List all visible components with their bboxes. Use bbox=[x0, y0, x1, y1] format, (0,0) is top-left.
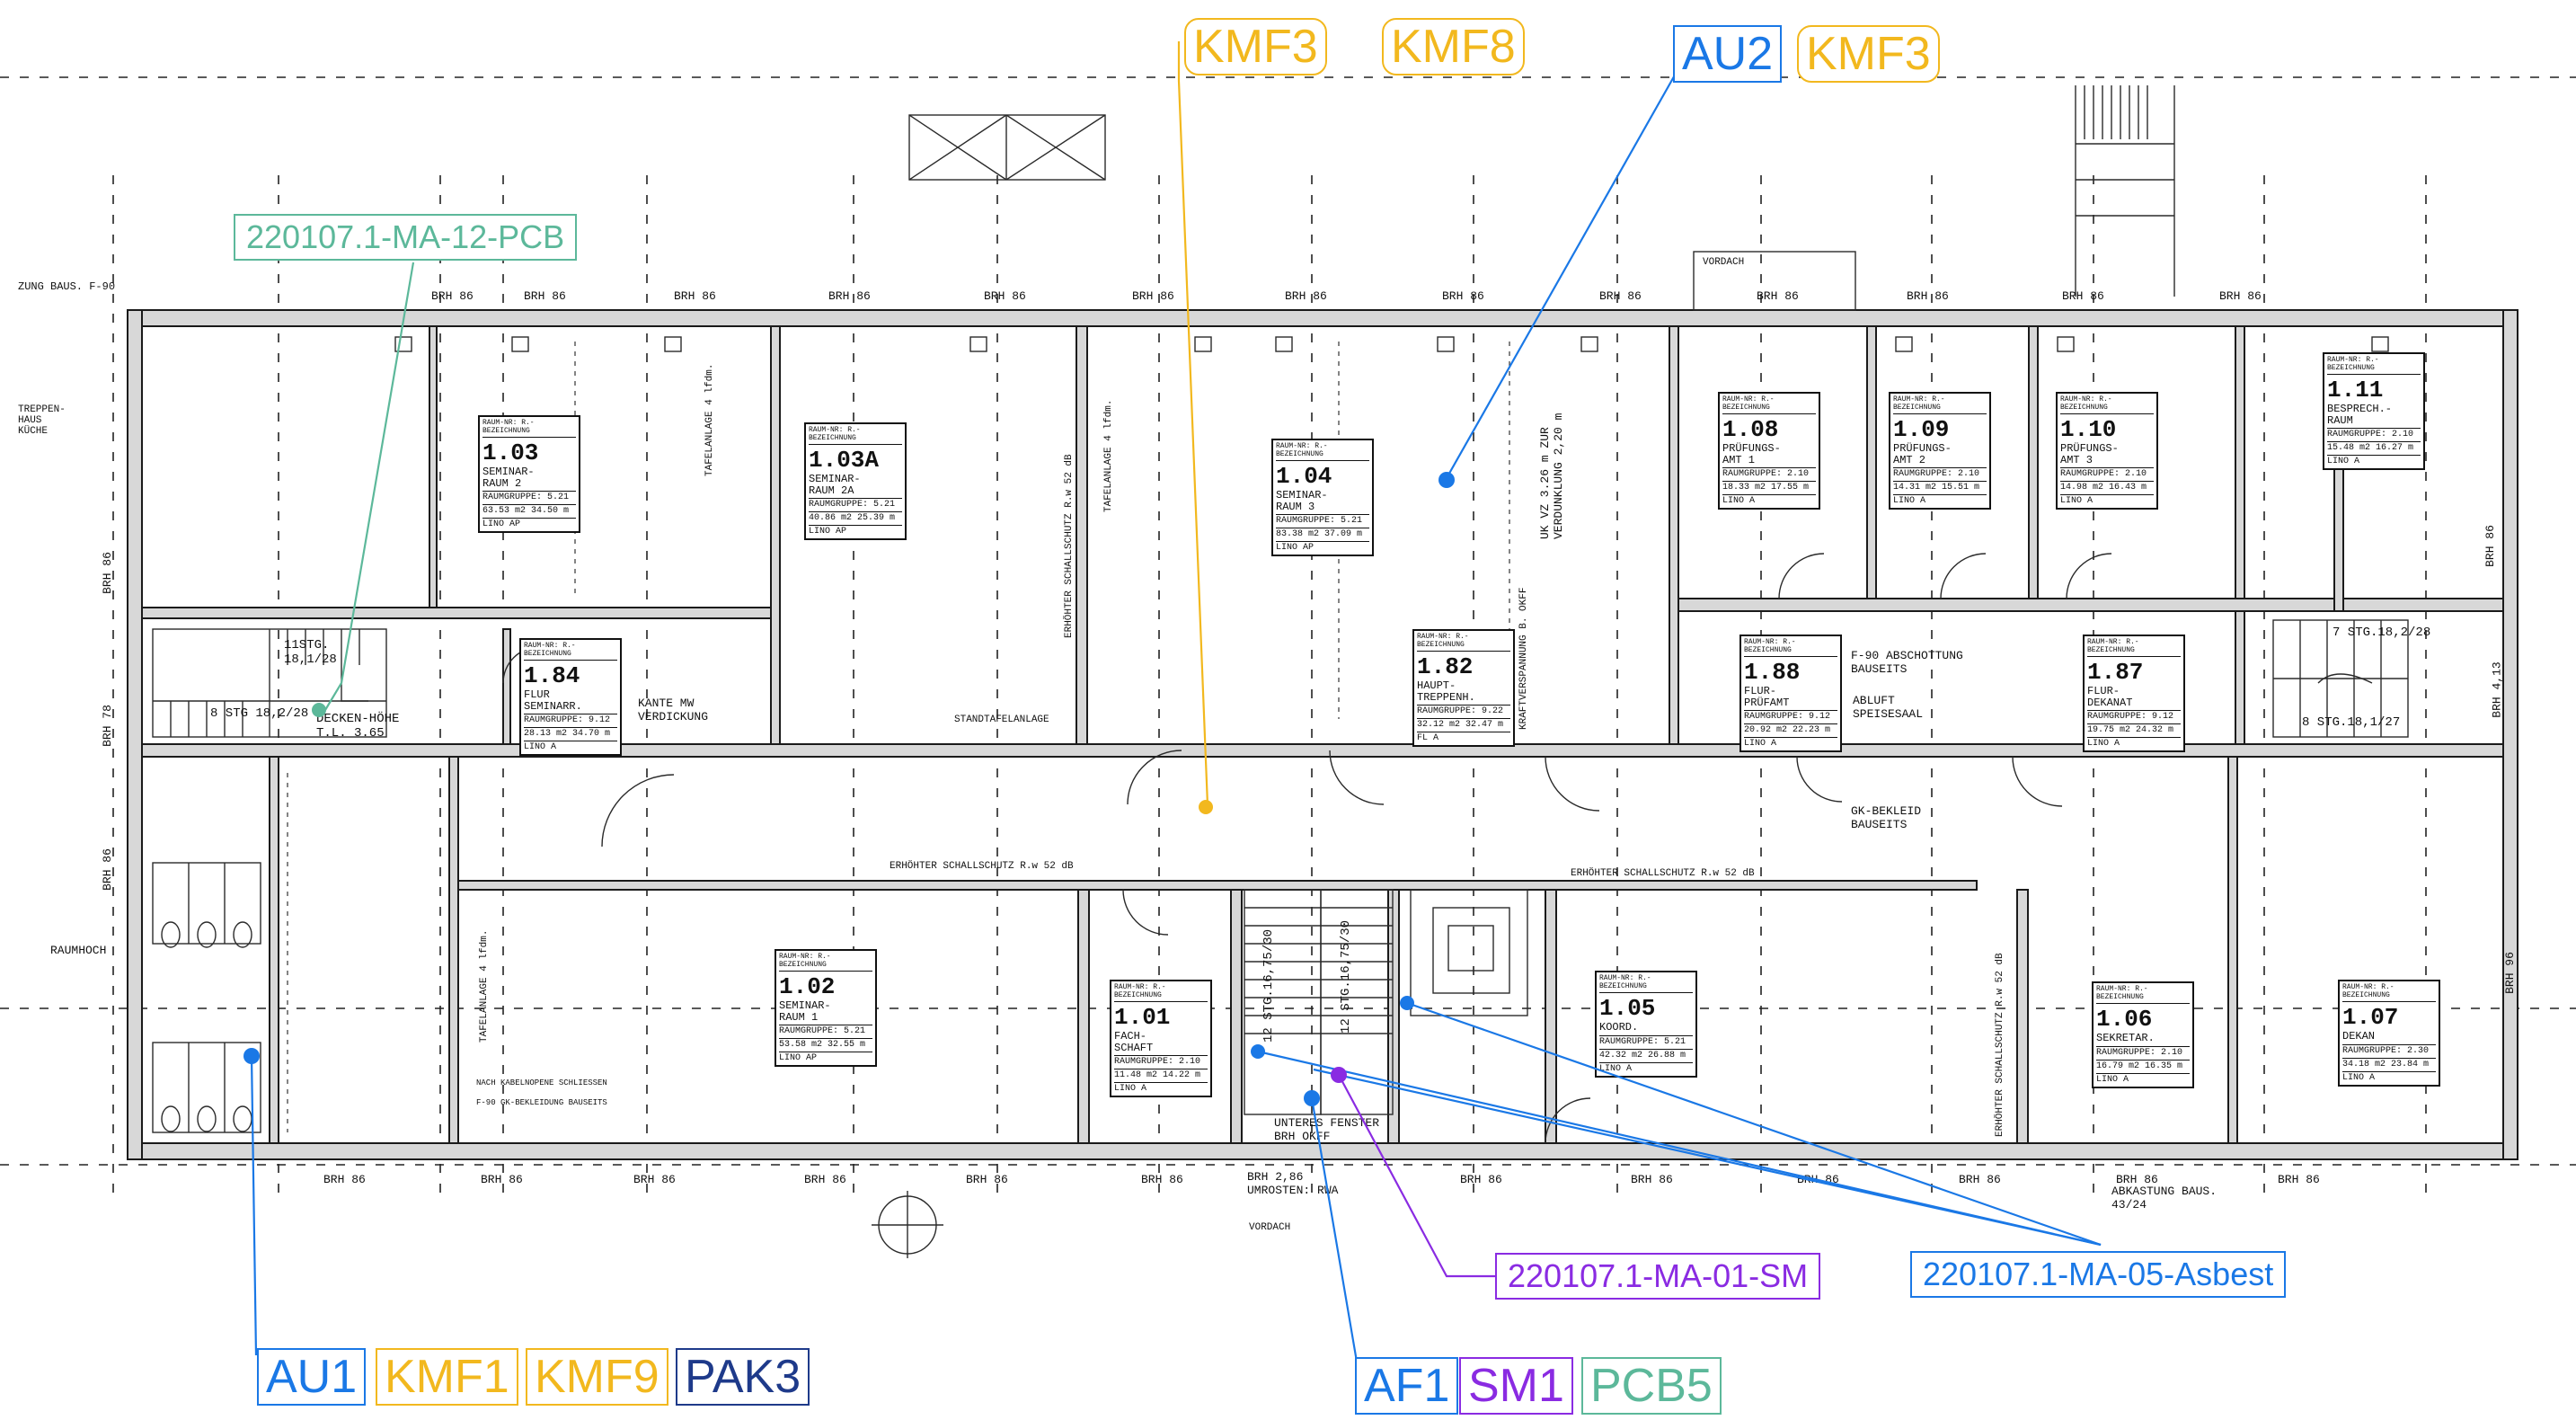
raumhoch-label: RAUMHOCH bbox=[50, 944, 107, 957]
brh-label: BRH 86 bbox=[1285, 289, 1327, 303]
brh-label: BRH 86 bbox=[633, 1173, 676, 1186]
room-tag-1-05: RAUM-NR: R.-BEZEICHNUNG 1.05 KOORD. RAUM… bbox=[1595, 971, 1697, 1078]
kmf8-tag-top: KMF8 bbox=[1382, 18, 1525, 75]
pak3-tag: PAK3 bbox=[676, 1348, 810, 1406]
room-tag-1-01: RAUM-NR: R.-BEZEICHNUNG 1.01 FACH-SCHAFT… bbox=[1110, 980, 1212, 1098]
room-tag-1-06: RAUM-NR: R.-BEZEICHNUNG 1.06 SEKRETAR. R… bbox=[2092, 981, 2194, 1089]
vordach-label: VORDACH bbox=[1249, 1222, 1291, 1233]
brh-label: BRH 86 bbox=[524, 289, 566, 303]
stair-label-vertical: 12 STG.16,75/30 bbox=[1261, 928, 1276, 1043]
room-tag-1-82: RAUM-NR: R.-BEZEICHNUNG 1.82 HAUPT-TREPP… bbox=[1412, 629, 1515, 748]
vordach-label: VORDACH bbox=[1703, 257, 1745, 268]
uk-vz-label: UK VZ 3.26 m ZUR VERDUNKLUNG 2,20 m bbox=[1538, 413, 1565, 539]
schallschutz-label-vertical: ERHÖHTER SCHALLSCHUTZ R.w 52 dB bbox=[1064, 454, 1075, 638]
tafelanlage-label: TAFELANLAGE 4 lfdm. bbox=[479, 929, 490, 1043]
kmf9-tag: KMF9 bbox=[526, 1348, 668, 1406]
brh-label: BRH 86 bbox=[828, 289, 871, 303]
brh-label: BRH 86 bbox=[984, 289, 1026, 303]
treppenhaus-kueche-label: TREPPEN-HAUS KÜCHE bbox=[18, 404, 66, 437]
brh-label: BRH 86 bbox=[481, 1173, 523, 1186]
brh-label-vertical: BRH 86 bbox=[2483, 525, 2497, 567]
brh-label: BRH 86 bbox=[2219, 289, 2262, 303]
brh-label: BRH 86 bbox=[1631, 1173, 1673, 1186]
brh-label: BRH 86 bbox=[323, 1173, 366, 1186]
af1-tag: AF1 bbox=[1355, 1357, 1459, 1415]
interior-details bbox=[152, 85, 2409, 1258]
schallschutz-label: ERHÖHTER SCHALLSCHUTZ R.w 52 dB bbox=[890, 861, 1074, 872]
tafelanlage-label: TAFELANLAGE 4 lfdm. bbox=[1103, 399, 1114, 512]
stair-label: 8 STG.18,1/27 bbox=[2302, 715, 2401, 730]
brh-label-vertical: BRH 96 bbox=[2502, 952, 2517, 994]
brh-label: BRH 86 bbox=[1599, 289, 1642, 303]
kmf3-tag-top: KMF3 bbox=[1184, 18, 1327, 75]
brh-label: BRH 86 bbox=[1132, 289, 1174, 303]
brh-label: BRH 86 bbox=[1141, 1173, 1183, 1186]
f90-label: F-90 ABSCHOTTUNG BAUSEITS bbox=[1851, 649, 1963, 676]
tafelanlage-label: TAFELANLAGE 4 lfdm. bbox=[704, 363, 715, 476]
brh-label: BRH 86 bbox=[2062, 289, 2104, 303]
brh-label: BRH 86 bbox=[966, 1173, 1008, 1186]
brh-label: BRH 86 bbox=[674, 289, 716, 303]
schallschutz-label: ERHÖHTER SCHALLSCHUTZ R.w 52 dB bbox=[1571, 868, 1755, 879]
brh-label-vertical: BRH 86 bbox=[100, 552, 114, 594]
brh-label: BRH 86 bbox=[1757, 289, 1799, 303]
unteres-fenster-label: UNTERES FENSTER BRH OKFF bbox=[1274, 1116, 1380, 1143]
room-tag-1-09: RAUM-NR: R.-BEZEICHNUNG 1.09 PRÜFUNGS-AM… bbox=[1889, 392, 1991, 510]
brh-label: BRH 86 bbox=[804, 1173, 846, 1186]
au1-tag: AU1 bbox=[257, 1348, 367, 1406]
brh-label-vertical: BRH 86 bbox=[100, 848, 114, 891]
room-tag-1-87: RAUM-NR: R.-BEZEICHNUNG 1.87 FLUR-DEKANA… bbox=[2083, 635, 2185, 753]
dichtung-label: ZUNG BAUS. F-90 bbox=[18, 280, 116, 293]
room-tag-1-84: RAUM-NR: R.-BEZEICHNUNG 1.84 FLUR SEMINA… bbox=[519, 638, 622, 757]
sm-sample-label: 220107.1-MA-01-SM bbox=[1495, 1253, 1821, 1300]
stair-label: 11STG. 18,1/28 bbox=[284, 638, 337, 667]
abluft-label: ABLUFT SPEISESAAL bbox=[1853, 694, 1924, 721]
kmf1-tag: KMF1 bbox=[376, 1348, 518, 1406]
room-tag-1-11: RAUM-NR: R.-BEZEICHNUNG 1.11 BESPRECH.-R… bbox=[2323, 352, 2425, 471]
stair-label-vertical: 12 STG.16,75/30 bbox=[1339, 919, 1353, 1034]
brh-label-vertical: BRH 4,13 bbox=[2490, 661, 2504, 718]
brh-label: BRH 86 bbox=[1907, 289, 1949, 303]
room-tag-1-08: RAUM-NR: R.-BEZEICHNUNG 1.08 PRÜFUNGS-AM… bbox=[1718, 392, 1820, 510]
kraftverspannung-label: KRAFTVERSPANNUNG B. OKFF bbox=[1518, 587, 1529, 730]
f90-bekleidung-label: F-90 GK-BEKLEIDUNG BAUSEITS bbox=[476, 1098, 607, 1107]
brh-umrosten-label: BRH 2,86 UMROSTEN: RWA bbox=[1247, 1170, 1339, 1197]
au2-tag: AU2 bbox=[1673, 25, 1783, 83]
standtafelanlage-label: STANDTAFELANLAGE bbox=[954, 714, 1049, 725]
decken-hoehe-label: DECKEN-HÖHE T.L. 3.65 bbox=[316, 712, 400, 741]
schallschutz-label-vertical: ERHÖHTER SCHALLSCHUTZ R.w 52 dB bbox=[1995, 953, 2005, 1137]
kante-mw-label: KANTE MW VERDICKUNG bbox=[638, 697, 709, 723]
room-tag-1-02: RAUM-NR: R.-BEZEICHNUNG 1.02 SEMINAR-RAU… bbox=[775, 949, 877, 1068]
stair-label: 8 STG 18,2/28 bbox=[210, 706, 309, 721]
abkastung-label: ABKASTUNG BAUS. 43/24 bbox=[2111, 1185, 2217, 1211]
brh-label: BRH 86 bbox=[1959, 1173, 2001, 1186]
brh-label: BRH 86 bbox=[2116, 1173, 2158, 1186]
brh-label: BRH 86 bbox=[1442, 289, 1484, 303]
room-tag-1-03: RAUM-NR: R.-BEZEICHNUNG 1.03 SEMINAR-RAU… bbox=[478, 415, 580, 534]
brh-label: BRH 86 bbox=[2278, 1173, 2320, 1186]
room-tag-1-88: RAUM-NR: R.-BEZEICHNUNG 1.88 FLUR-PRÜFAM… bbox=[1739, 635, 1842, 753]
gk-bekleid-label: GK-BEKLEID BAUSEITS bbox=[1851, 804, 1922, 831]
room-tag-1-03a: RAUM-NR: R.-BEZEICHNUNG 1.03A SEMINAR-RA… bbox=[804, 422, 907, 541]
pcb-sample-label: 220107.1-MA-12-PCB bbox=[234, 214, 578, 261]
sm1-tag: SM1 bbox=[1459, 1357, 1573, 1415]
kabel-label: NACH KABELNOPENE SCHLIESSEN bbox=[476, 1078, 607, 1087]
pcb5-tag: PCB5 bbox=[1581, 1357, 1722, 1415]
stair-label: 7 STG.18,2/28 bbox=[2333, 626, 2431, 640]
brh-label: BRH 86 bbox=[431, 289, 474, 303]
room-tag-1-07: RAUM-NR: R.-BEZEICHNUNG 1.07 DEKAN RAUMG… bbox=[2338, 980, 2440, 1087]
asbest-sample-label: 220107.1-MA-05-Asbest bbox=[1910, 1251, 2287, 1298]
room-tag-1-04: RAUM-NR: R.-BEZEICHNUNG 1.04 SEMINAR-RAU… bbox=[1271, 439, 1374, 557]
kmf3-tag: KMF3 bbox=[1797, 25, 1940, 83]
brh-label-vertical: BRH 78 bbox=[100, 705, 114, 747]
brh-label: BRH 86 bbox=[1460, 1173, 1502, 1186]
room-tag-1-10: RAUM-NR: R.-BEZEICHNUNG 1.10 PRÜFUNGS-AM… bbox=[2056, 392, 2158, 510]
brh-label: BRH 86 bbox=[1797, 1173, 1839, 1186]
